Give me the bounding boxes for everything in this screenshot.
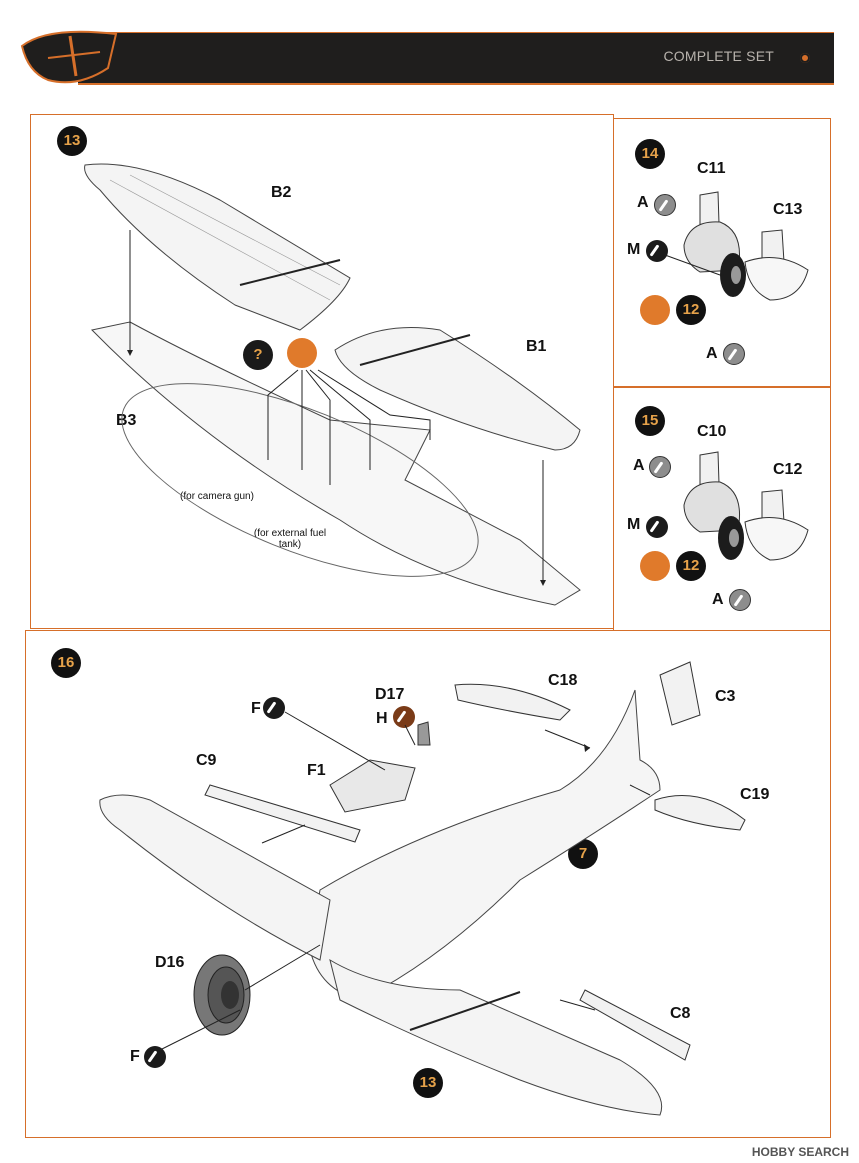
note-fuel-tank: (for external fuel tank) <box>253 528 327 550</box>
paint-a-label-2: A <box>706 345 718 362</box>
header-bar: COMPLETE SET <box>78 32 834 85</box>
step-14-count: 12 <box>676 295 706 325</box>
step-15-badge: 15 <box>635 406 665 436</box>
paint-m-label: M <box>627 241 641 258</box>
paint-a-label-4: A <box>712 591 724 608</box>
paint-a-icon-4 <box>729 589 751 611</box>
part-d16-label: D16 <box>155 954 185 971</box>
part-c19-label: C19 <box>740 786 770 803</box>
no-glue-icon <box>640 295 670 325</box>
part-c3-label: C3 <box>715 688 736 705</box>
paint-f-icon-2 <box>144 1046 166 1068</box>
part-f1-label: F1 <box>307 762 326 779</box>
paint-h-icon <box>393 706 415 728</box>
header-title: COMPLETE SET <box>663 48 774 64</box>
paint-h-label: H <box>376 710 388 727</box>
note-camera-gun: (for camera gun) <box>180 491 254 502</box>
panel-step-14 <box>613 118 831 388</box>
paint-f-label: F <box>251 700 261 717</box>
part-c12-label: C12 <box>773 461 803 478</box>
part-b2-label: B2 <box>271 184 292 201</box>
paint-a-icon <box>654 194 676 216</box>
question-badge: ? <box>243 340 273 370</box>
part-d17-label: D17 <box>375 686 405 703</box>
paint-a-label-1: A <box>637 194 649 211</box>
ref-step-13: 13 <box>413 1068 443 1098</box>
paint-a-icon-2 <box>723 343 745 365</box>
part-b3-label: B3 <box>116 412 137 429</box>
part-c10-label: C10 <box>697 423 727 440</box>
paint-a-icon-3 <box>649 456 671 478</box>
step-14-badge: 14 <box>635 139 665 169</box>
step-16-badge: 16 <box>51 648 81 678</box>
part-c8-label: C8 <box>670 1005 691 1022</box>
part-c13-label: C13 <box>773 201 803 218</box>
watermark: HOBBY SEARCH <box>751 1145 849 1159</box>
paint-m-label-2: M <box>627 516 641 533</box>
part-c18-label: C18 <box>548 672 578 689</box>
step-13-badge: 13 <box>57 126 87 156</box>
part-b1-label: B1 <box>526 338 547 355</box>
clear-prop-logo <box>20 30 118 84</box>
part-c9-label: C9 <box>196 752 217 769</box>
header-dot-icon <box>800 53 810 63</box>
paint-f-label-2: F <box>130 1048 140 1065</box>
paint-m-icon-2 <box>646 516 668 538</box>
step-15-count: 12 <box>676 551 706 581</box>
drill-icon <box>287 338 317 368</box>
paint-f-icon <box>263 697 285 719</box>
paint-a-label-3: A <box>633 457 645 474</box>
no-glue-icon-2 <box>640 551 670 581</box>
panel-step-16 <box>25 630 831 1138</box>
page-header: COMPLETE SET <box>18 28 834 85</box>
part-c11-label: C11 <box>697 160 726 177</box>
paint-m-icon <box>646 240 668 262</box>
